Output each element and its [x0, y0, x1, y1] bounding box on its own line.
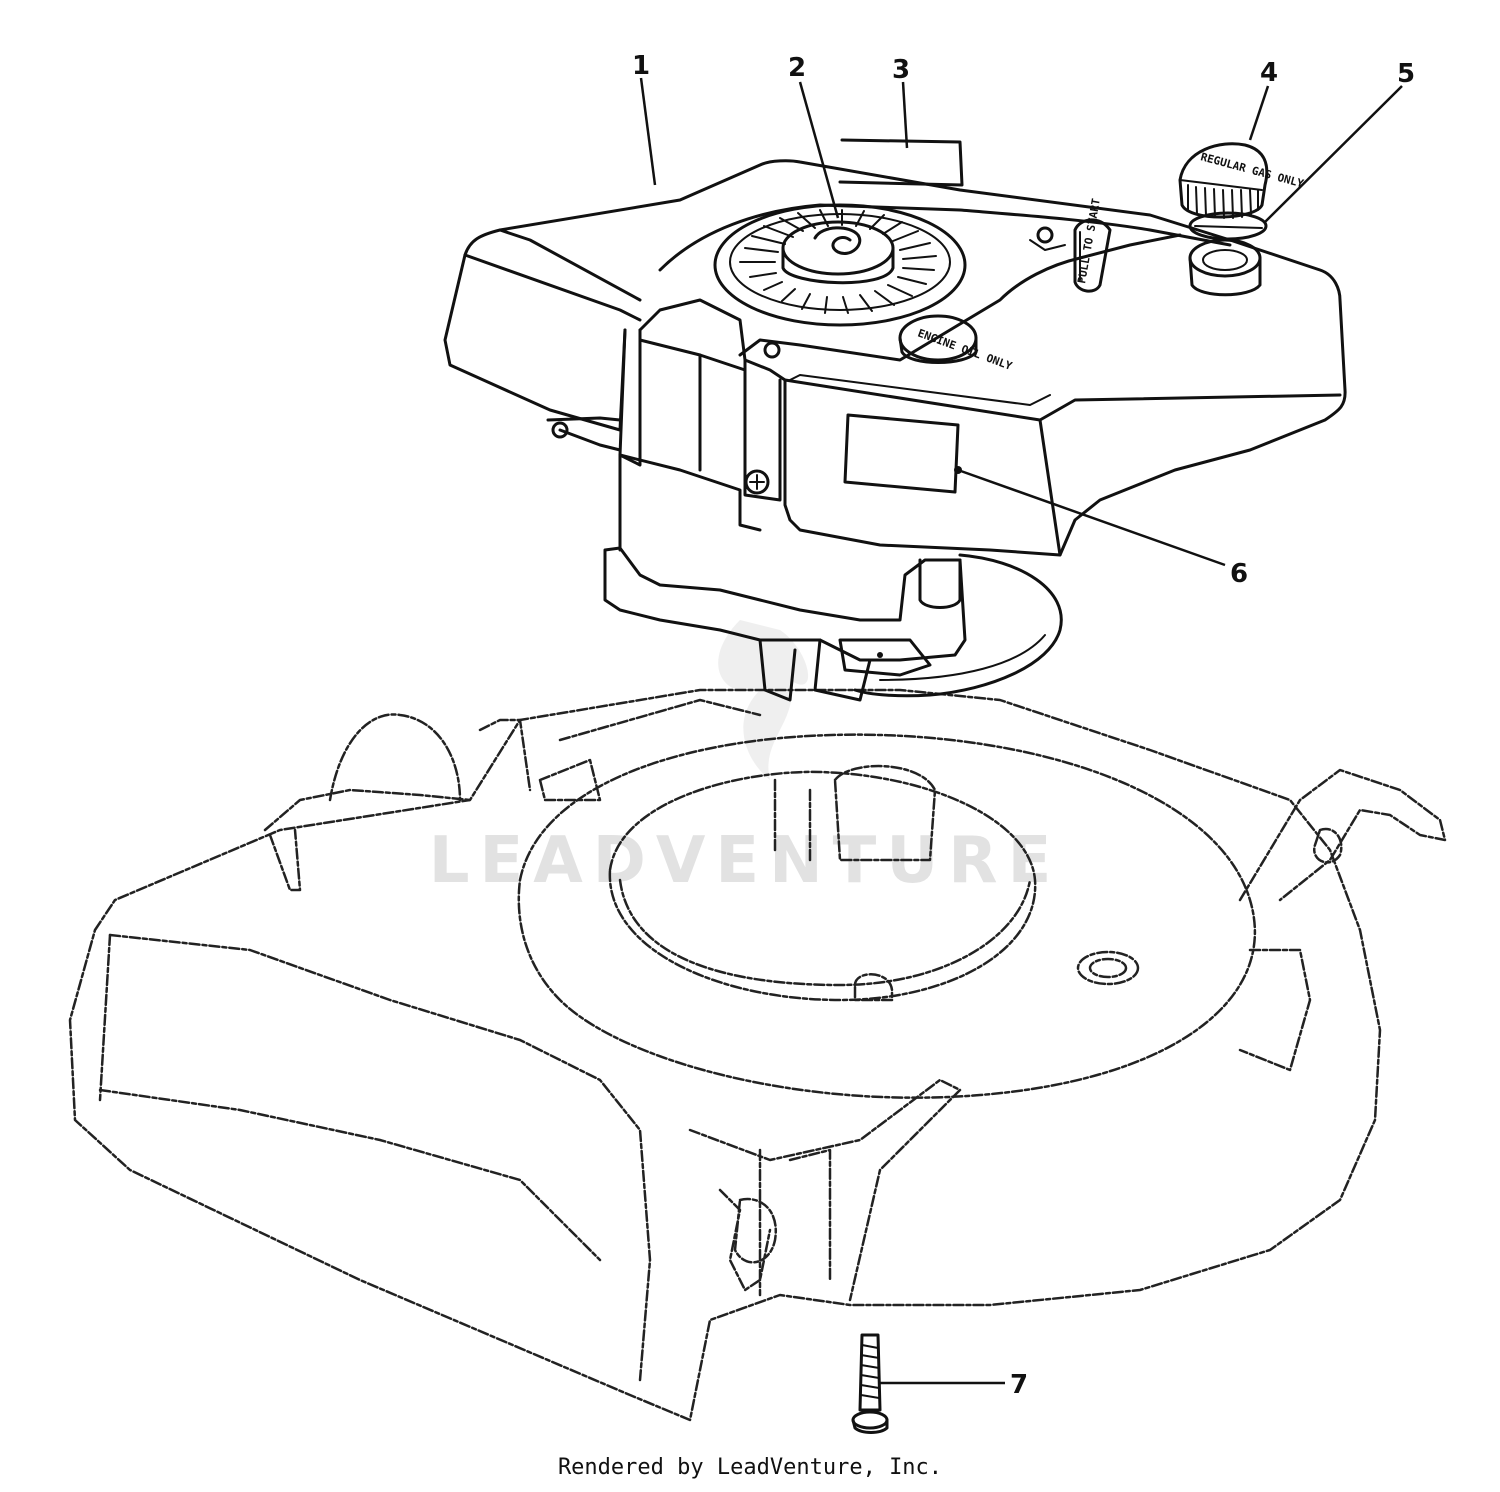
- fuel-cap-ridges: [1187, 184, 1259, 219]
- render-credit: Rendered by LeadVenture, Inc.: [557, 1455, 943, 1480]
- watermark: LEADVENTURE: [429, 620, 1062, 898]
- callout-4: 4: [1260, 58, 1278, 88]
- leader-5: [1264, 85, 1403, 223]
- callout-7: 7: [1010, 1370, 1028, 1400]
- callout-6: 6: [1230, 559, 1248, 589]
- mower-deck: [68, 688, 1447, 1422]
- watermark-text: LEADVENTURE: [429, 824, 1062, 898]
- engine-assembly: [546, 298, 1063, 702]
- leader-2: [798, 81, 840, 219]
- leader-1: [639, 77, 657, 186]
- bolt-item-7: [851, 1333, 889, 1434]
- oil-cap-text: ENGINE OIL ONLY: [916, 327, 1014, 373]
- leader-6: [957, 468, 1226, 567]
- callout-3: 3: [892, 55, 910, 85]
- leader-3: [901, 81, 909, 149]
- starter-fins: [739, 209, 937, 314]
- callout-1: 1: [632, 51, 650, 81]
- callouts: 1 2 3 4 5 6 7: [632, 51, 1415, 1400]
- watermark-logo-icon: [718, 620, 809, 780]
- callout-2: 2: [788, 53, 806, 83]
- leader-4: [1248, 85, 1270, 141]
- engine-shroud: ENGINE OIL ONLY PULL TO START REGULAR GA…: [443, 138, 1347, 557]
- callout-5: 5: [1397, 59, 1415, 89]
